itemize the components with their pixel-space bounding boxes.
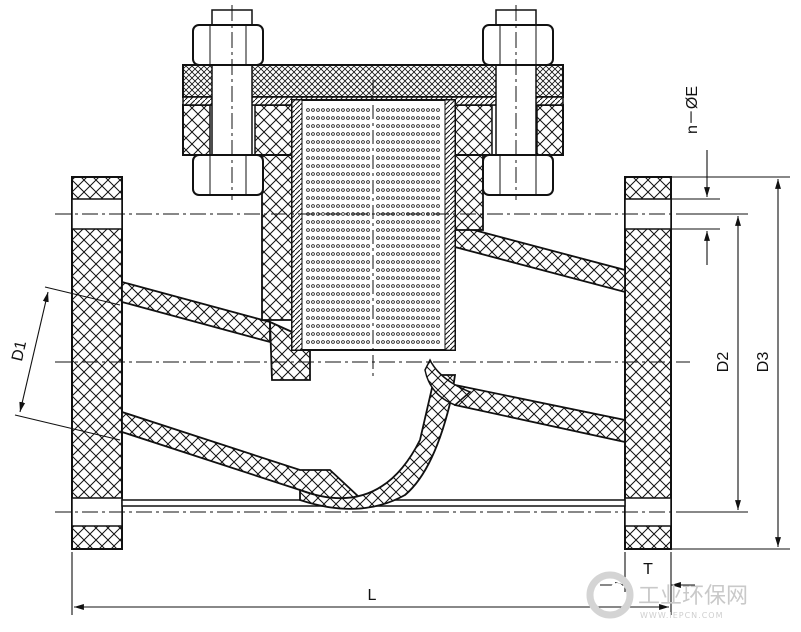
- label-T: T: [643, 561, 653, 578]
- basket-perforations: [306, 108, 440, 344]
- center-lines: [55, 5, 690, 513]
- label-D3: D3: [755, 352, 772, 373]
- label-D1: D1: [9, 339, 30, 363]
- dimension-lines: [14, 150, 790, 615]
- right-flange: [624, 176, 672, 550]
- label-L: L: [368, 587, 377, 604]
- label-holes: n－ØE: [684, 86, 701, 134]
- watermark-url: WWW.IEPCN.COM: [640, 611, 724, 620]
- body-walls: [121, 149, 626, 510]
- label-D2: D2: [715, 352, 732, 373]
- watermark: 工业环保网 WWW.IEPCN.COM: [586, 571, 748, 620]
- watermark-brand: 工业环保网: [638, 584, 748, 609]
- strainer-basket: [291, 80, 456, 380]
- left-flange: [71, 176, 123, 550]
